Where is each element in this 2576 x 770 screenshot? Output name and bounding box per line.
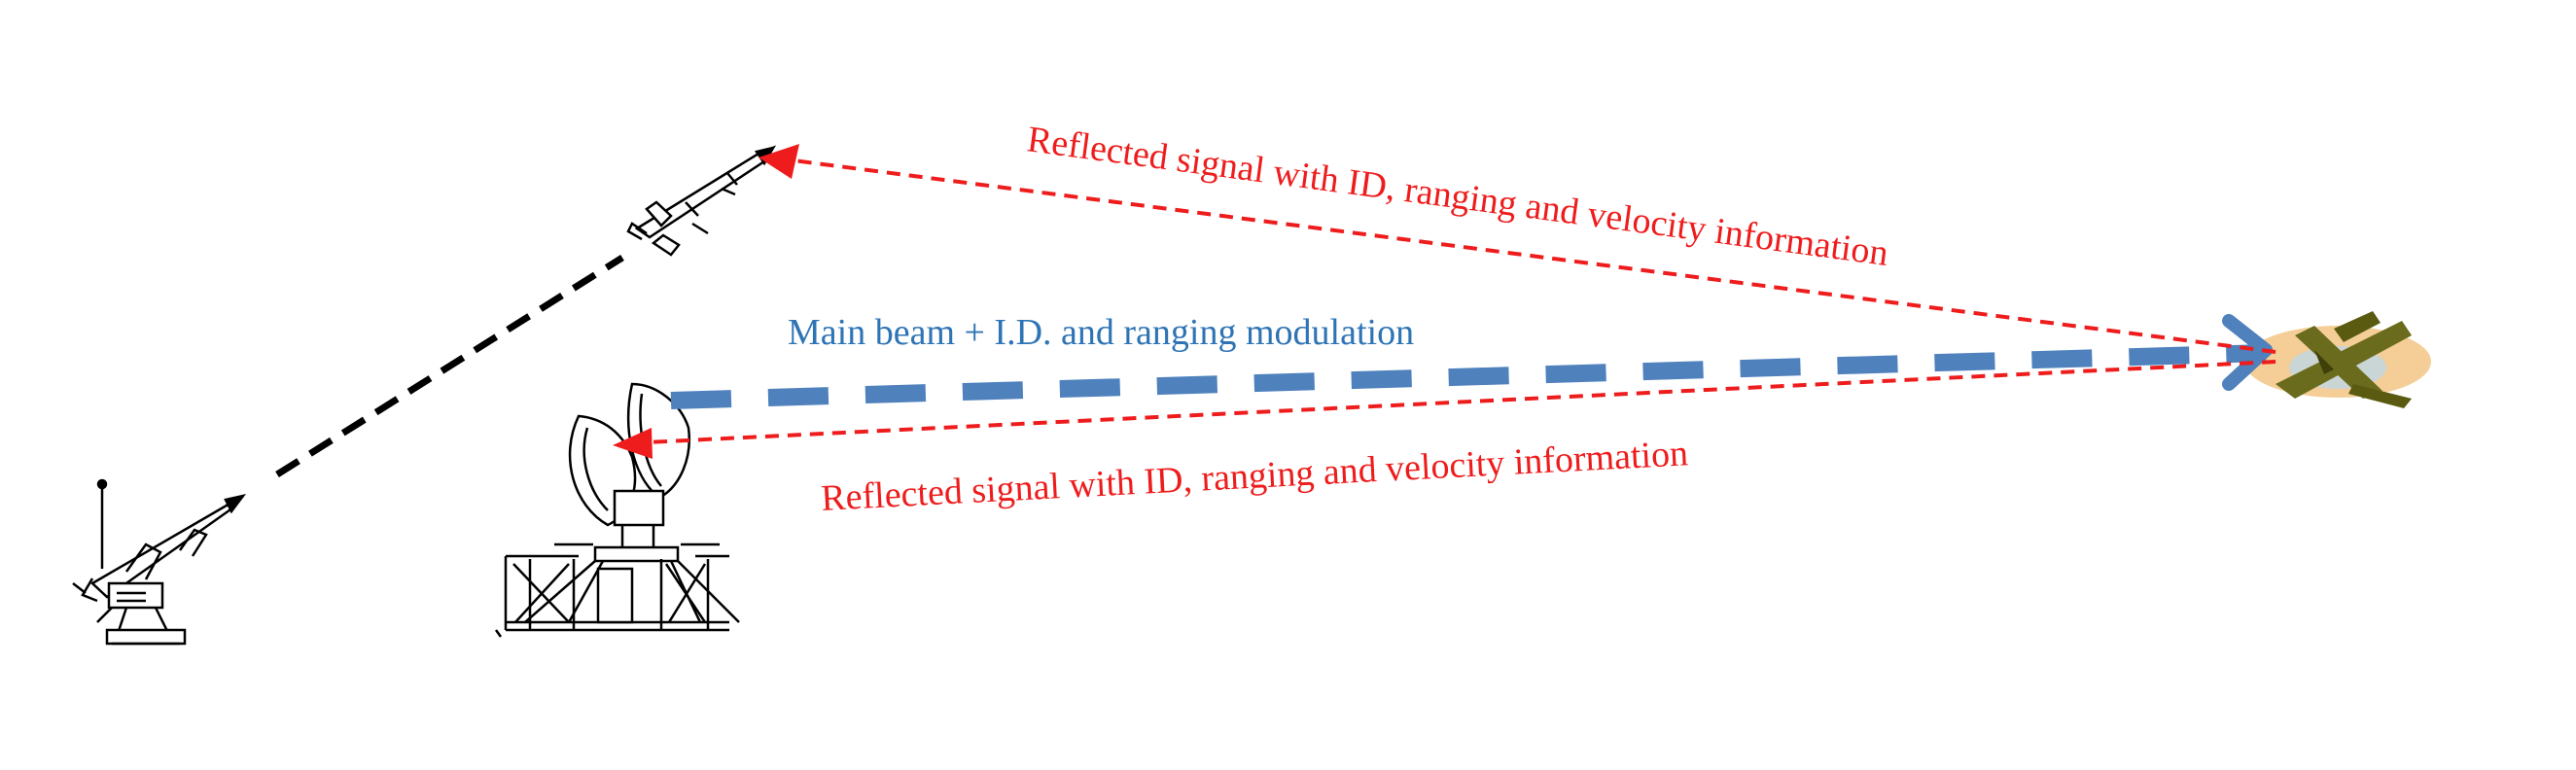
reflected-signal-upper-label: Reflected signal with ID, ranging and ve…	[1025, 119, 1890, 274]
missile-in-flight-icon	[626, 145, 777, 257]
reflected-arrowhead-upper	[759, 144, 799, 179]
aircraft-target-icon	[2222, 311, 2431, 408]
radar-station-icon	[494, 382, 740, 638]
reflected-signal-lower-label: Reflected signal with ID, ranging and ve…	[820, 433, 1689, 519]
missile-flight-path	[275, 255, 624, 477]
reflected-arrowhead-lower	[613, 428, 653, 459]
reflected-signal-to-radar-arrow	[646, 360, 2276, 444]
main-beam-line	[670, 344, 2267, 409]
main-beam-label: Main beam + I.D. and ranging modulation	[788, 312, 1414, 353]
missile-launcher-icon	[72, 478, 247, 646]
reflected-signal-to-missile-arrow	[777, 154, 2276, 354]
